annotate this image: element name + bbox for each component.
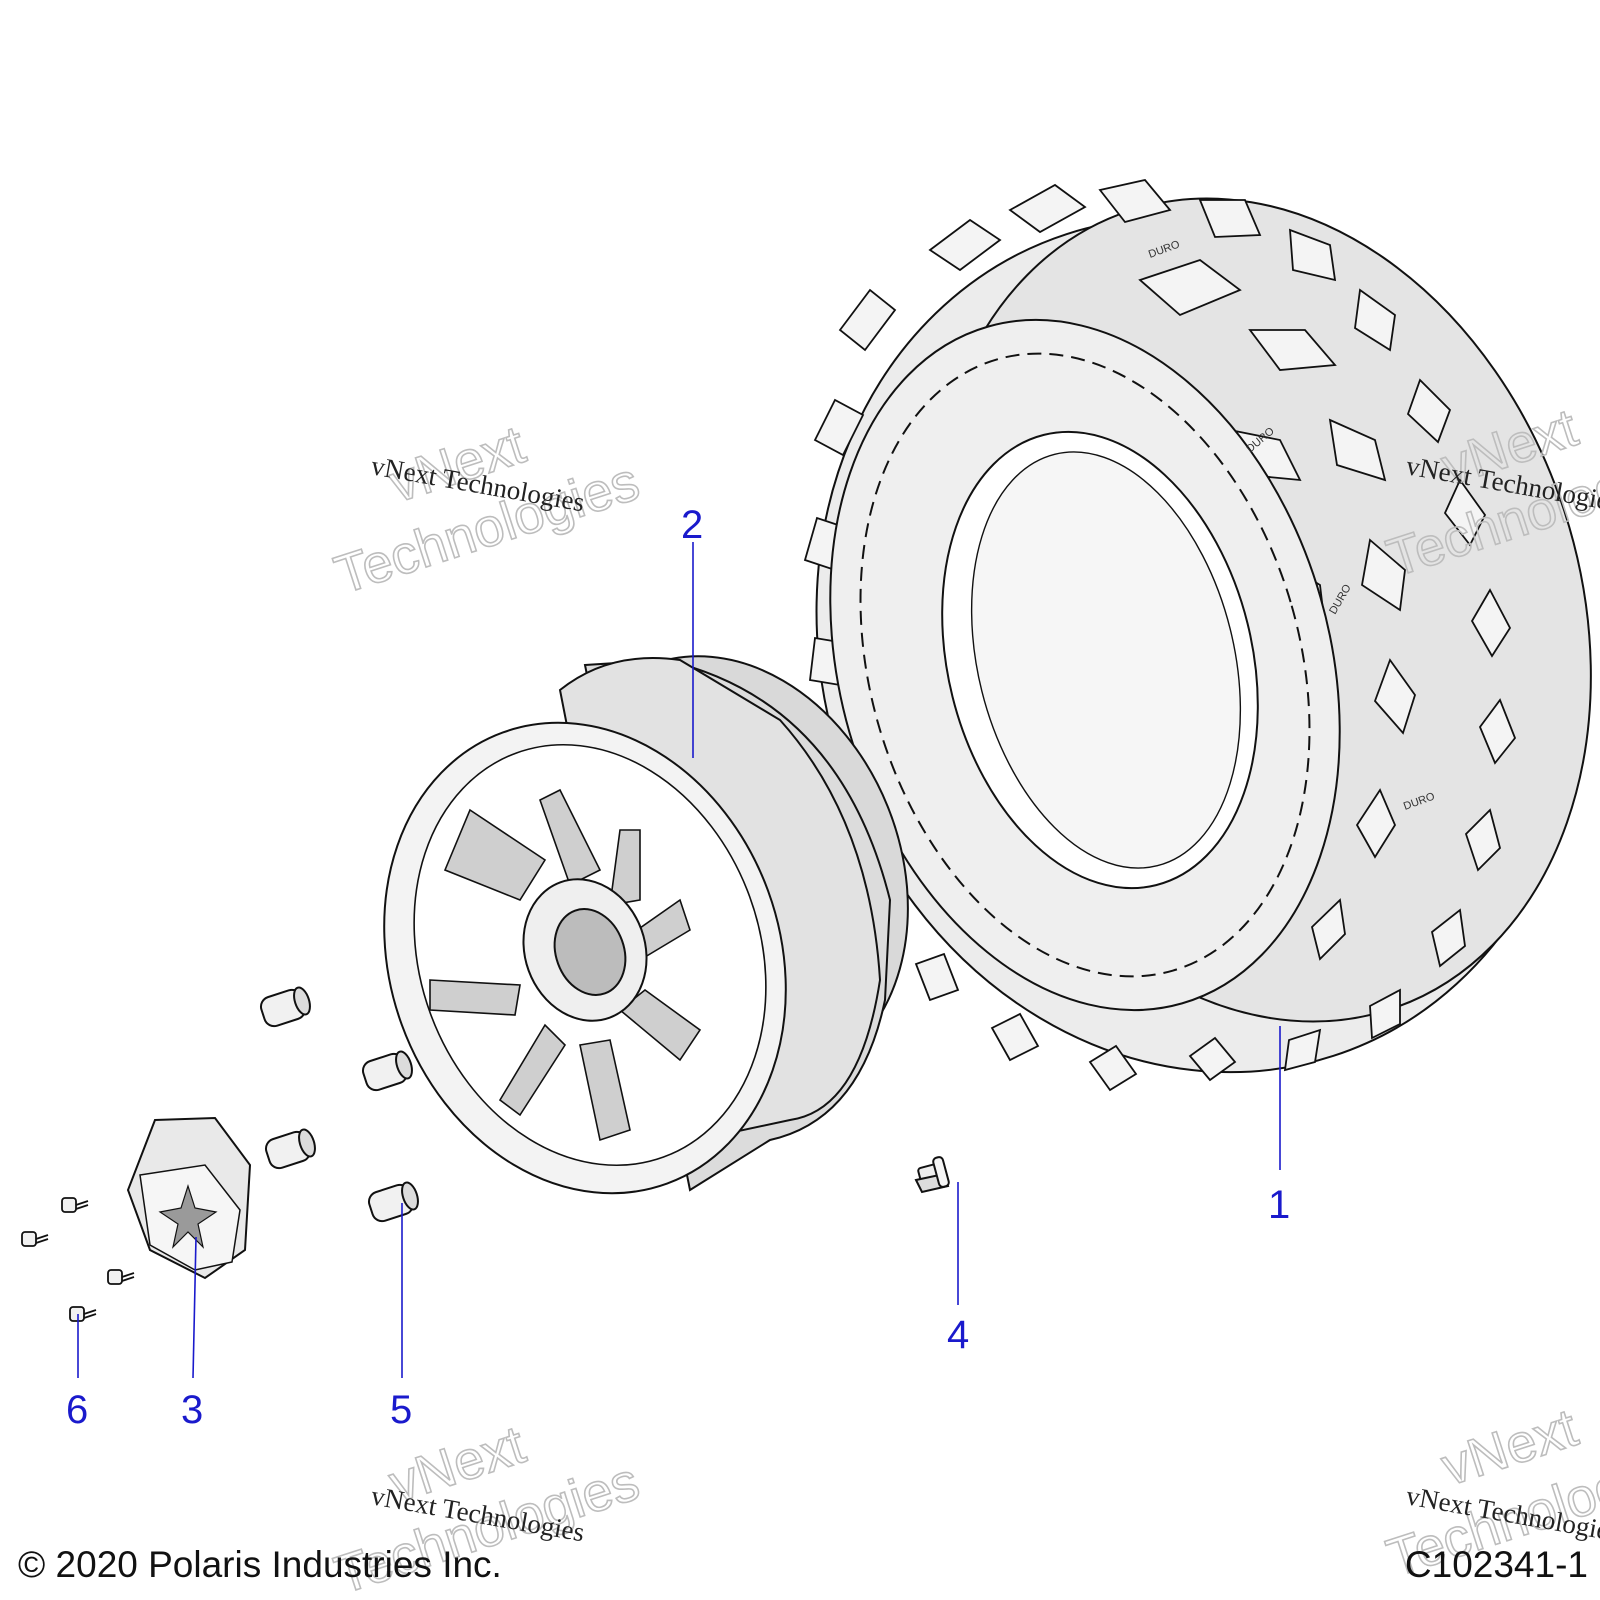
callout-6[interactable]: 6: [66, 1388, 88, 1432]
diagram-code: C102341-1: [1404, 1544, 1588, 1585]
center-cap[interactable]: [126, 1116, 252, 1280]
bolt[interactable]: [21, 1231, 49, 1247]
leader-lines: [77, 542, 1281, 1379]
callout-3[interactable]: 3: [181, 1388, 203, 1432]
callout-5[interactable]: 5: [390, 1388, 412, 1432]
valve-stem[interactable]: [914, 1156, 950, 1194]
bolt[interactable]: [61, 1197, 89, 1213]
lug-nut[interactable]: [263, 1128, 318, 1171]
wheel-rim[interactable]: [320, 602, 970, 1250]
spoke-windows: [429, 788, 702, 1142]
callout-4[interactable]: 4: [947, 1313, 969, 1357]
copyright-text: © 2020 Polaris Industries Inc.: [18, 1544, 502, 1585]
lug-nuts[interactable]: [258, 986, 421, 1224]
lug-nut[interactable]: [366, 1181, 421, 1224]
tire[interactable]: DURO DURO DURO DURO: [707, 112, 1600, 1173]
bolts[interactable]: [21, 1197, 135, 1322]
callout-2[interactable]: 2: [681, 503, 703, 547]
lug-nut[interactable]: [360, 1050, 415, 1093]
bolt[interactable]: [69, 1306, 97, 1322]
star-icon: [158, 1184, 218, 1249]
lug-nut[interactable]: [258, 986, 313, 1029]
callout-1[interactable]: 1: [1268, 1183, 1290, 1227]
bolt[interactable]: [107, 1269, 135, 1285]
